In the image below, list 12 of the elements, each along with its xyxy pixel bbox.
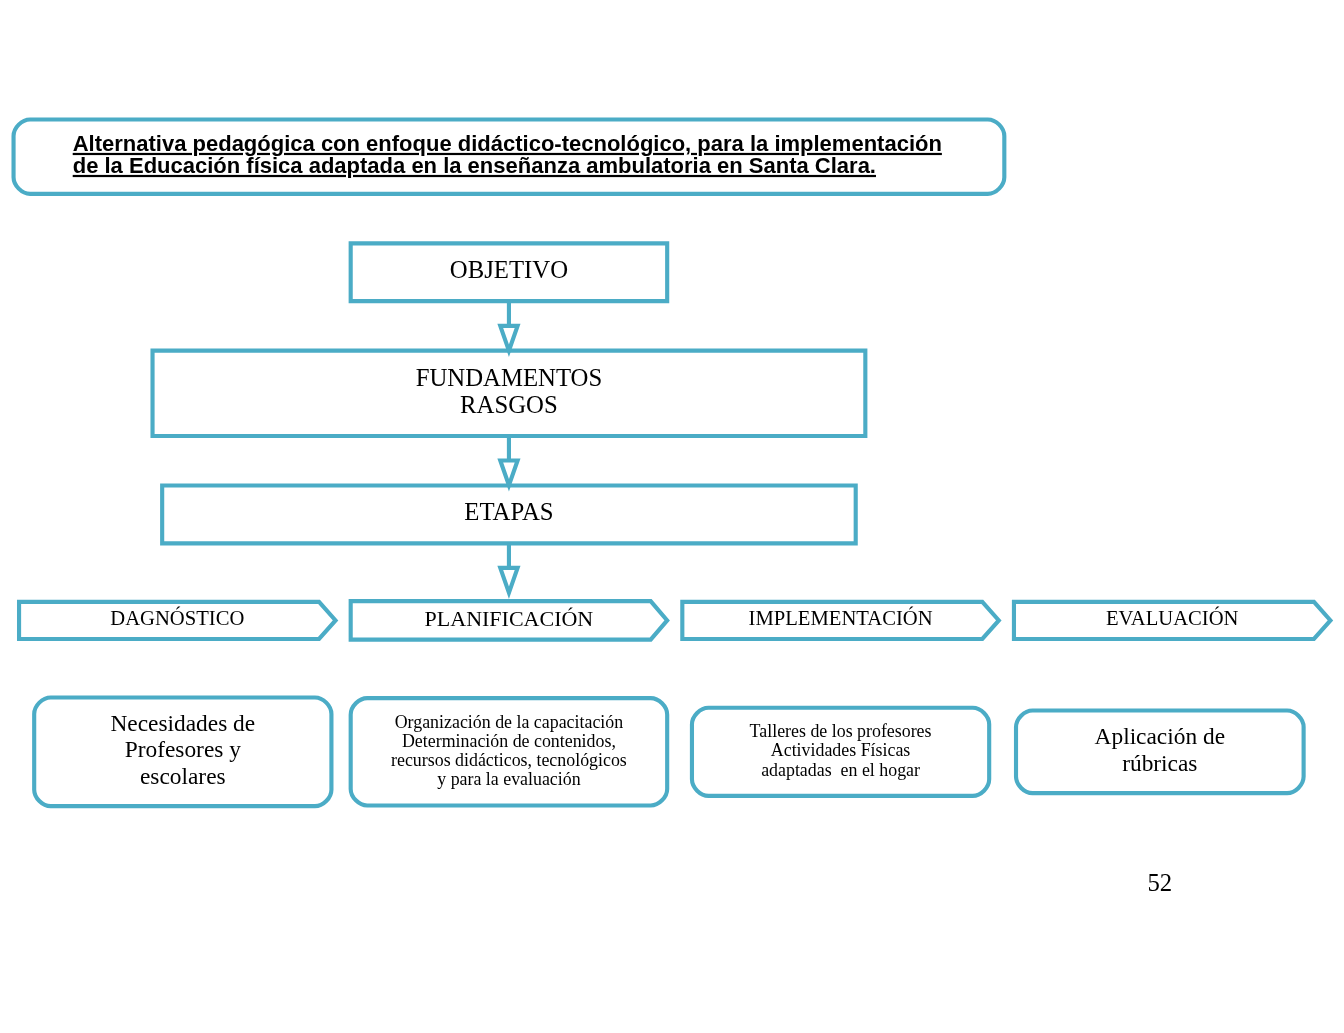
node-box: Organización de la capacitación Determinación de contenidos, recursos didácticos, tecnológicos y para la evaluación	[348, 696, 670, 808]
arrow	[497, 436, 521, 492]
node-box: Alternativa pedagógica con enfoque didáctico-tecnológico, para la implementación de la Educación física adaptada en la enseñanza ambulatoria en Santa Clara.	[11, 117, 1007, 196]
node-box: Talleres de los profesores Actividades Físicas adaptadas en el hogar	[689, 705, 992, 798]
node-box: OBJETIVO	[348, 241, 670, 304]
node-box: FUNDAMENTOS RASGOS	[150, 348, 868, 439]
label: 52	[1147, 868, 1173, 896]
node-box: Aplicación de rúbricas	[1013, 708, 1306, 796]
node-box: Necesidades de Profesores y escolares	[32, 695, 334, 809]
arrow	[497, 543, 521, 599]
node-box: ETAPAS	[160, 483, 858, 546]
arrow	[497, 301, 521, 357]
